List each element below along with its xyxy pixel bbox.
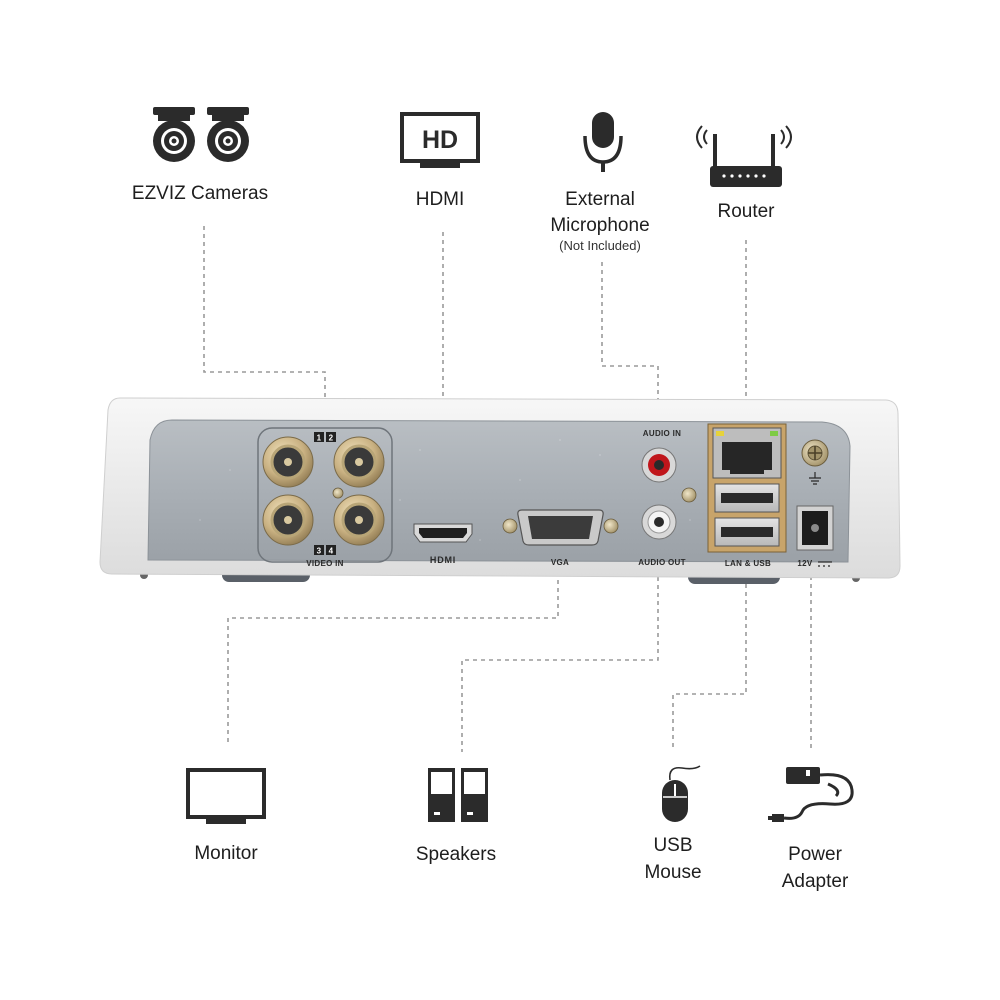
power-adapter-icon bbox=[768, 767, 854, 822]
ground-terminal bbox=[801, 439, 829, 485]
audio-ports: AUDIO IN AUDIO OUT bbox=[638, 429, 697, 567]
usb-port-1[interactable] bbox=[714, 483, 780, 513]
router-label: Router bbox=[717, 201, 775, 222]
connector-usb-mouse bbox=[672, 552, 747, 750]
audio-out-label: AUDIO OUT bbox=[638, 558, 686, 567]
channel-badge bbox=[326, 432, 336, 442]
channel-badge bbox=[314, 432, 324, 442]
audio-out-jack[interactable] bbox=[641, 504, 677, 540]
power-adapter-label: Power Adapter bbox=[781, 844, 849, 892]
video-in-label: VIDEO IN bbox=[306, 559, 344, 568]
bnc-port-1[interactable] bbox=[262, 436, 314, 488]
panel-screw bbox=[332, 487, 344, 499]
hdmi-label: HDMI bbox=[415, 189, 465, 210]
vga-port[interactable]: VGA bbox=[502, 509, 619, 567]
router-icon bbox=[696, 125, 792, 187]
usb-port-2[interactable] bbox=[714, 517, 780, 547]
mouse-icon bbox=[662, 765, 701, 822]
audio-in-label: AUDIO IN bbox=[643, 429, 681, 438]
twelve-volt-label: 12V bbox=[797, 559, 812, 568]
lan-usb-ports: LAN & USB bbox=[707, 423, 787, 568]
lan-port[interactable] bbox=[712, 427, 782, 479]
usb-mouse-label: USB Mouse bbox=[644, 835, 702, 883]
hdmi-port-label: HDMI bbox=[430, 555, 456, 565]
lan-usb-label: LAN & USB bbox=[725, 559, 771, 568]
audio-in-jack[interactable] bbox=[641, 447, 677, 483]
connector-monitor bbox=[227, 572, 559, 746]
channel-badge bbox=[314, 545, 324, 555]
hd-monitor-icon: HD bbox=[400, 112, 480, 168]
bnc-port-4[interactable] bbox=[333, 494, 385, 546]
channel-1-label: 1 bbox=[317, 434, 322, 443]
channel-2-label: 2 bbox=[329, 434, 334, 443]
speakers-label: Speakers bbox=[415, 844, 497, 865]
connector-speakers bbox=[461, 545, 659, 752]
video-in-ports: 1 2 3 4 bbox=[257, 427, 393, 568]
monitor-label: Monitor bbox=[194, 843, 258, 864]
bnc-bracket bbox=[257, 427, 393, 563]
not-included-note: (Not Included) bbox=[559, 238, 641, 253]
ezviz-cameras-label: EZVIZ Cameras bbox=[131, 183, 269, 204]
external-microphone-label: External Microphone (Not Included) bbox=[520, 187, 680, 253]
channel-3-label: 3 bbox=[317, 547, 322, 556]
bnc-port-3[interactable] bbox=[262, 494, 314, 546]
external-microphone-text: External Microphone bbox=[550, 189, 650, 236]
hd-text: HD bbox=[422, 126, 458, 154]
panel-screw bbox=[681, 487, 697, 503]
channel-4-label: 4 bbox=[329, 547, 334, 556]
dc-power-jack[interactable] bbox=[796, 505, 834, 551]
bnc-port-2[interactable] bbox=[333, 436, 385, 488]
camera-icon bbox=[153, 107, 249, 162]
monitor-icon bbox=[186, 768, 266, 824]
speakers-icon bbox=[428, 768, 488, 822]
microphone-icon bbox=[583, 112, 623, 172]
dc-symbol bbox=[818, 561, 832, 567]
vga-label: VGA bbox=[551, 558, 569, 567]
dvr-device: 1 2 3 4 bbox=[99, 397, 901, 584]
channel-badge bbox=[326, 545, 336, 555]
hdmi-port[interactable]: HDMI bbox=[413, 523, 473, 565]
